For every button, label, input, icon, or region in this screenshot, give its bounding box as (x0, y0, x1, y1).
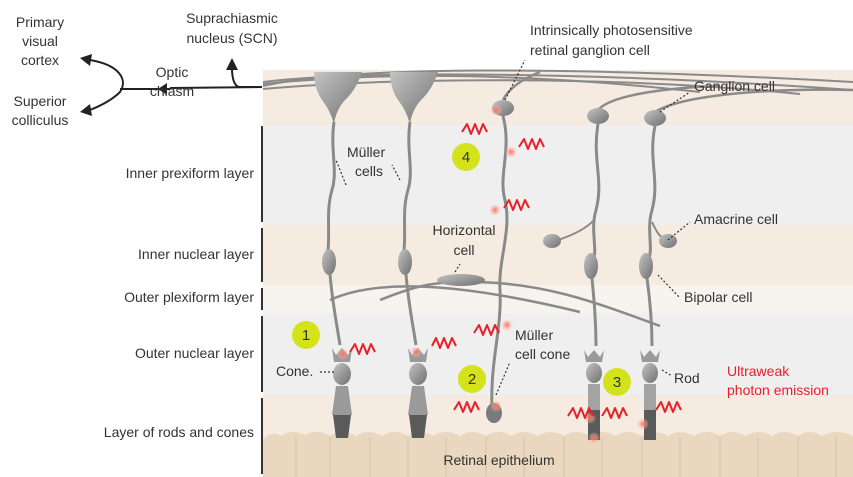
label-horizontal-cell-2: cell (453, 242, 474, 258)
label-primary-visual-cortex-2: visual (22, 33, 58, 49)
label-iprgc-1: Intrinsically photosensitive (530, 22, 693, 38)
label-rod: Rod (674, 370, 700, 386)
label-layer-of-rods-and-cones: Layer of rods and cones (104, 424, 254, 440)
label-muller-cell-cone-1: Müller (515, 327, 553, 343)
label-optic-chiasm-1: Optic (156, 64, 189, 80)
label-optic-chiasm-2: chiasm (150, 83, 194, 99)
label-primary-visual-cortex-1: Primary (16, 14, 64, 30)
label-inner-nuclear-layer: Inner nuclear layer (138, 246, 254, 262)
label-muller-cells-1: Müller (347, 144, 385, 160)
label-cone: Cone. (276, 363, 313, 379)
label-horizontal-cell-1: Horizontal (432, 222, 495, 238)
label-scn-2: nucleus (SCN) (186, 30, 277, 46)
label-superior-colliculus-1: Superior (14, 93, 67, 109)
label-iprgc-2: retinal ganglion cell (530, 42, 650, 58)
marker-3: 3 (613, 374, 621, 391)
marker-2: 2 (468, 371, 476, 388)
label-retinal-epithelium: Retinal epithelium (443, 452, 554, 468)
label-primary-visual-cortex-3: cortex (21, 52, 59, 68)
marker-4: 4 (462, 149, 470, 166)
label-amacrine-cell: Amacrine cell (694, 211, 778, 227)
label-ultraweak-2: photon emission (727, 382, 829, 398)
label-muller-cells-2: cells (355, 163, 383, 179)
marker-1: 1 (302, 327, 310, 344)
retinal-epithelium (263, 432, 853, 477)
label-ultraweak-1: Ultraweak (727, 363, 790, 379)
layer-bands (263, 70, 853, 477)
label-superior-colliculus-2: colliculus (12, 112, 69, 128)
label-inner-prexiform-layer: Inner prexiform layer (126, 165, 255, 181)
label-outer-nuclear-layer: Outer nuclear layer (135, 345, 254, 361)
label-scn-1: Suprachiasmic (186, 10, 278, 26)
label-outer-plexiform-layer: Outer plexiform layer (124, 289, 254, 305)
label-bipolar-cell: Bipolar cell (684, 289, 752, 305)
label-muller-cell-cone-2: cell cone (515, 346, 570, 362)
label-ganglion-cell: Ganglion cell (694, 78, 775, 94)
